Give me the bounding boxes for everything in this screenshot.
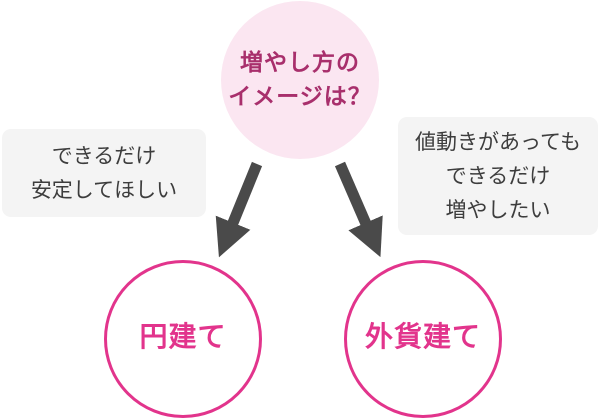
growth-note-line2: できるだけ (445, 164, 551, 188)
question-bubble: 増やし方の イメージは？ (221, 1, 379, 159)
growth-note-line3: 増やしたい (445, 198, 551, 222)
stable-note-line2: 安定してほしい (30, 178, 178, 202)
yen-denominated-circle: 円建て (104, 260, 262, 418)
arrow-down-left-icon (215, 161, 263, 258)
question-text-line1: 増やし方の (240, 50, 360, 76)
arrow-down-right-icon (334, 161, 383, 258)
foreign-currency-circle: 外貨建て (344, 260, 502, 418)
question-text-line2: イメージは？ (228, 84, 372, 110)
stable-note-line1: できるだけ (51, 144, 157, 168)
foreign-currency-option-label: 外貨建て (364, 320, 481, 353)
growth-note-line1: 値動きがあっても (415, 130, 581, 154)
stable-preference-note: できるだけ 安定してほしい (2, 129, 206, 217)
growth-preference-note: 値動きがあっても できるだけ 増やしたい (398, 117, 598, 235)
yen-option-label: 円建て (139, 320, 227, 353)
